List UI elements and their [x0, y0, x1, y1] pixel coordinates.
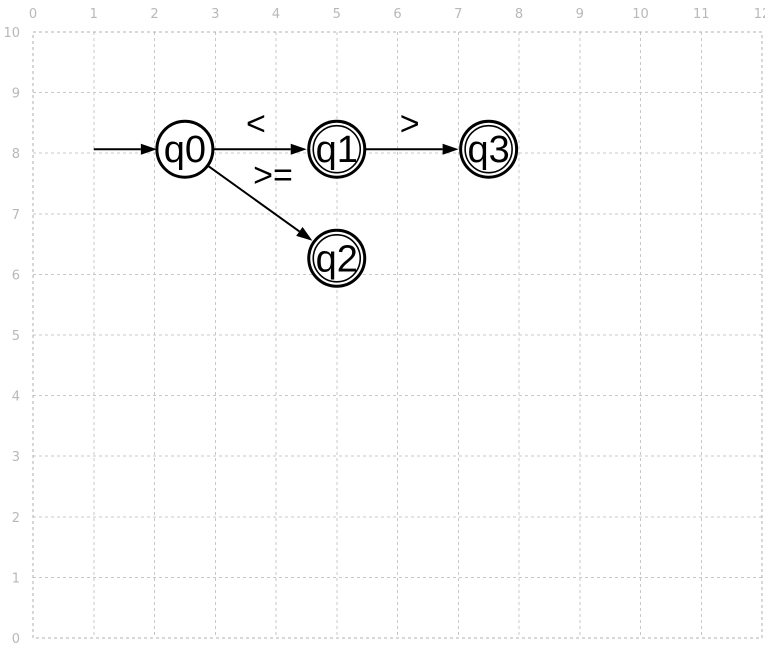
state-circle	[459, 119, 519, 179]
transition-q0-q1	[212, 143, 307, 155]
state-label: q3	[467, 129, 509, 171]
start-arrow	[93, 143, 157, 155]
x-tick-label: 4	[272, 7, 280, 22]
accepting-ring	[312, 124, 362, 174]
x-tick-label: 10	[632, 7, 649, 22]
y-tick-label: 0	[12, 632, 20, 647]
x-tick-label: 6	[393, 7, 401, 22]
accepting-ring	[464, 124, 513, 174]
transition-q1-q3	[364, 143, 459, 155]
y-tick-label: 8	[12, 147, 20, 162]
transition-label: <	[246, 105, 266, 143]
x-tick-label: 2	[150, 7, 158, 22]
states: q0 q1 q2 q3	[155, 119, 519, 288]
state-label: q1	[316, 129, 358, 171]
state-q1: q1	[307, 119, 367, 179]
x-tick-label: 11	[693, 7, 710, 22]
arrow-head	[296, 226, 313, 241]
arrow-head	[290, 143, 307, 155]
state-q0: q0	[155, 119, 215, 179]
y-tick-label: 9	[12, 87, 20, 102]
x-tick-label: 3	[211, 7, 219, 22]
transition-label: >	[400, 105, 420, 143]
x-tick-label: 5	[333, 7, 341, 22]
y-tick-label: 10	[3, 26, 20, 41]
state-circle	[307, 228, 367, 288]
y-tick-label: 3	[12, 450, 20, 465]
x-tick-label: 0	[29, 7, 37, 22]
state-label: q0	[164, 129, 206, 171]
x-tick-label: 7	[454, 7, 462, 22]
state-circle	[155, 119, 215, 179]
x-tick-label: 12	[754, 7, 765, 22]
y-tick-label: 4	[12, 390, 20, 405]
y-tick-label: 1	[12, 571, 20, 586]
y-tick-label: 7	[12, 208, 20, 223]
x-tick-label: 9	[576, 7, 584, 22]
arrow-head	[442, 143, 459, 155]
axis-ticks: 0123456789101112012345678910	[3, 7, 765, 647]
arrow-shaft	[207, 164, 300, 233]
accepting-ring	[312, 233, 362, 283]
transition-label: >=	[253, 157, 293, 195]
y-tick-label: 6	[12, 268, 20, 283]
state-q2: q2	[307, 228, 367, 288]
x-tick-label: 8	[515, 7, 523, 22]
state-circle	[307, 119, 367, 179]
arrow-head	[140, 143, 157, 155]
y-tick-label: 5	[12, 329, 20, 344]
transitions: < >= >	[93, 105, 459, 241]
state-label: q2	[316, 238, 358, 280]
plot-border	[32, 31, 763, 639]
transition-q0-q2	[207, 164, 313, 241]
state-q3: q3	[459, 119, 519, 179]
x-tick-label: 1	[90, 7, 98, 22]
y-tick-label: 2	[12, 511, 20, 526]
grid	[32, 31, 763, 639]
